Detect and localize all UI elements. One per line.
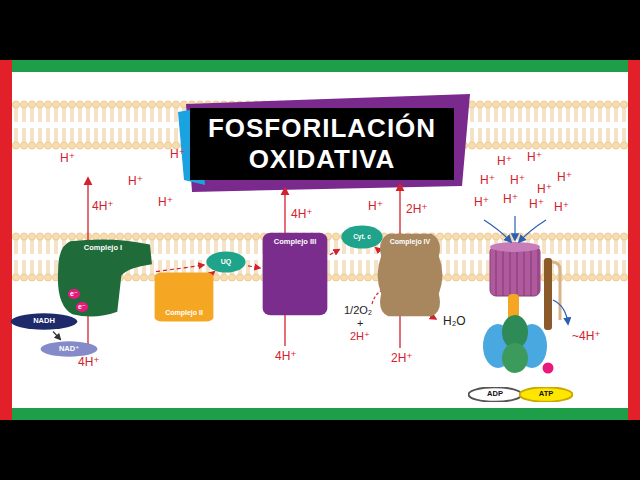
electron-flow-arrow — [212, 272, 214, 274]
nadh-molecule: NADH — [10, 313, 78, 330]
plus-sign: + — [357, 317, 363, 329]
adp-molecule: ADP — [468, 387, 522, 402]
node-label: Complejo II — [154, 309, 214, 317]
proton-label: H⁺ — [529, 198, 544, 211]
node-label: NADH — [10, 317, 78, 325]
proton-label: H⁺ — [158, 196, 173, 209]
electron-flow-arrow — [330, 250, 339, 255]
proton-count: ~4H⁺ — [572, 330, 601, 343]
water-label: H₂O — [443, 315, 466, 328]
electron-flow-arrow — [375, 247, 376, 248]
node-label: ATP — [519, 390, 573, 398]
nad-molecule: NAD⁺ — [40, 341, 98, 357]
proton-count: 4H⁺ — [291, 208, 313, 221]
electron-label: e⁻ — [76, 302, 88, 312]
proton-label: H⁺ — [368, 200, 383, 213]
proton-label: H⁺ — [170, 148, 185, 161]
proton-label: H⁺ — [557, 171, 572, 184]
node-label: NAD⁺ — [40, 345, 98, 353]
proton-label: H⁺ — [554, 201, 569, 214]
cytochrome-c: Cyt. c — [341, 225, 383, 249]
oxygen-label: 1/2O₂ — [344, 304, 372, 316]
proton-label: H⁺ — [527, 151, 542, 164]
proton-count: 2H⁺ — [406, 203, 428, 216]
proton-count: 2H⁺ — [391, 352, 413, 365]
proton-count: 4H⁺ — [78, 356, 100, 369]
node-label: Complejo I — [52, 244, 154, 252]
node-label: Cyt. c — [341, 233, 383, 240]
proton-count: 2H⁺ — [350, 330, 370, 342]
proton-label: H⁺ — [480, 174, 495, 187]
electron-label: e⁻ — [68, 289, 80, 299]
proton-label: H⁺ — [128, 175, 143, 188]
proton-count: 4H⁺ — [275, 350, 297, 363]
electron-flow-arrow — [248, 266, 260, 268]
title-box: FOSFORILACIÓN OXIDATIVA — [190, 108, 454, 180]
complex-three: Complejo III — [262, 232, 328, 316]
proton-count: 4H⁺ — [92, 200, 114, 213]
proton-label: H⁺ — [503, 193, 518, 206]
proton-label: H⁺ — [497, 155, 512, 168]
complex-one: Complejo I — [52, 238, 154, 320]
node-label: Complejo III — [262, 238, 328, 246]
complex-two: Complejo II — [154, 272, 214, 322]
node-label: UQ — [206, 258, 246, 266]
proton-label: H⁺ — [474, 196, 489, 209]
electron-flow-arrow — [156, 265, 204, 272]
proton-label: H⁺ — [537, 183, 552, 196]
ubiquinone: UQ — [206, 251, 246, 273]
proton-label: H⁺ — [510, 174, 525, 187]
node-label: Complejo IV — [374, 238, 446, 246]
title-text: FOSFORILACIÓN OXIDATIVA — [190, 113, 454, 174]
node-label: ADP — [468, 390, 522, 398]
proton-label: H⁺ — [60, 152, 75, 165]
electron-flow-arrow — [53, 331, 60, 339]
complex-four: Complejo IV — [374, 232, 446, 318]
atp-molecule: ATP — [519, 387, 573, 402]
